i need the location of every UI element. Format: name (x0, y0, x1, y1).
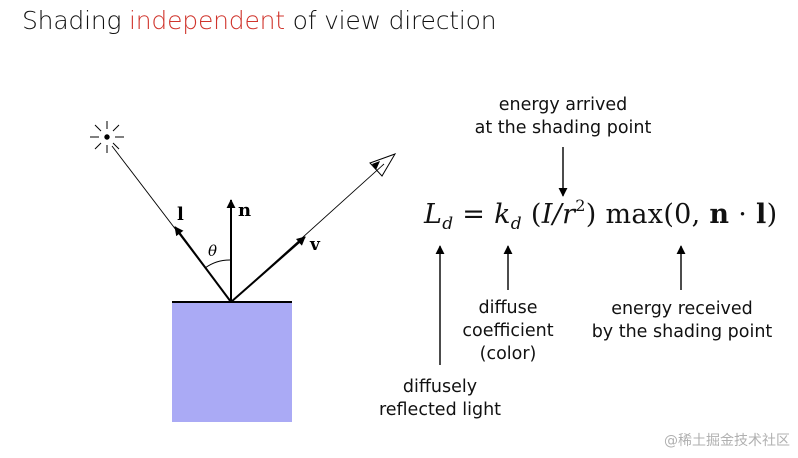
view-vector (230, 236, 306, 303)
eq-over-r: /r (552, 199, 576, 230)
eq-r-exp: 2 (575, 196, 586, 215)
label-energy-received-line2: by the shading point (591, 322, 773, 342)
eq-equals: = (453, 199, 495, 230)
eq-k: k (494, 199, 511, 230)
eq-l: l (756, 199, 767, 230)
angle-arc (204, 259, 232, 269)
label-diffusely-reflected-line2: reflected light (378, 400, 502, 420)
eq-k-sub: d (510, 214, 522, 234)
label-energy-received-line1: energy received (611, 299, 753, 319)
eye-icon (369, 153, 397, 177)
label-diffusely-reflected: diffusely reflected light (365, 376, 515, 422)
eq-close: ) (766, 199, 778, 230)
eq-I: I (541, 199, 553, 230)
label-energy-received: energy received by the shading point (572, 298, 792, 344)
label-energy-arrived-line1: energy arrived (498, 95, 628, 115)
light-vector-label: l (177, 204, 184, 225)
title-suffix: of view direction (284, 6, 497, 35)
label-diffuse-coefficient: diffuse coefficient (color) (448, 297, 568, 366)
rendering-equation: Ld = kd (I/r2) max(0, n · l) (424, 196, 777, 234)
label-diffuse-coefficient-line1: diffuse (478, 298, 538, 318)
surface-block (172, 302, 292, 422)
eq-L-sub: d (442, 214, 454, 234)
label-energy-arrived: energy arrived at the shading point (463, 94, 663, 140)
label-diffusely-reflected-line1: diffusely (402, 377, 478, 397)
angle-label: θ (208, 242, 217, 260)
watermark: @稀土掘金技术社区 (664, 433, 790, 449)
eq-L: L (424, 199, 443, 230)
normal-vector-label: n (238, 200, 251, 221)
title-highlight: independent (129, 6, 285, 35)
label-diffuse-coefficient-line3: (color) (479, 344, 537, 364)
title-prefix: Shading (22, 6, 130, 35)
label-diffuse-coefficient-line2: coefficient (462, 321, 554, 341)
light-vector (174, 226, 232, 303)
label-energy-arrived-line2: at the shading point (474, 118, 652, 138)
eq-n: n (709, 199, 730, 230)
eq-max: max(0, (596, 199, 710, 230)
eq-I-open: ( (521, 199, 542, 230)
eq-dot: · (729, 199, 756, 230)
light-source-icon (90, 121, 124, 153)
slide-title: Shading independent of view direction (22, 6, 497, 35)
view-vector-label: v (309, 235, 321, 255)
eq-I-close: ) (585, 199, 597, 230)
